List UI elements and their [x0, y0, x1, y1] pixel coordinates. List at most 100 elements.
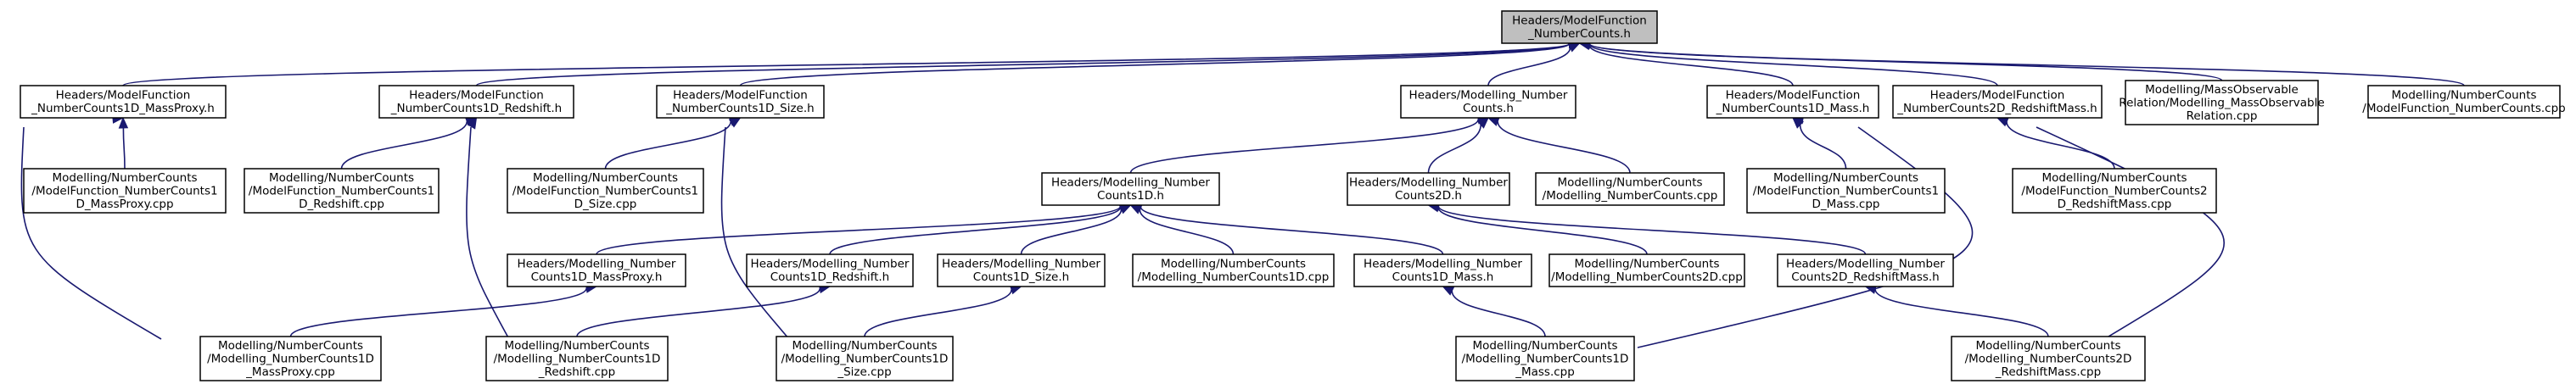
file-node-mn2DH[interactable]: Headers/Modelling_NumberCounts2D.h: [1347, 172, 1510, 206]
file-node-mn2DRsMassCpp[interactable]: Modelling/NumberCounts/Modelling_NumberC…: [1951, 336, 2146, 381]
node-box: [2012, 168, 2217, 214]
file-node-mn1DMassProxyH[interactable]: Headers/Modelling_NumberCounts1D_MassPro…: [507, 253, 686, 287]
node-label-line: Modelling/NumberCounts: [1472, 339, 1617, 353]
node-label-line: Headers/ModelFunction: [56, 89, 191, 103]
dependency-edge-15: [1427, 125, 1481, 174]
node-label-line: _NumberCounts1D_Size.h: [665, 102, 814, 115]
dependency-edge-22: [829, 206, 1122, 255]
node-box: [20, 85, 227, 119]
file-node-mn1DH[interactable]: Headers/Modelling_NumberCounts1D.h: [1041, 172, 1220, 206]
node-label-line: /ModelFunction_NumberCounts1: [31, 184, 217, 198]
file-node-mnCountsCpp[interactable]: Modelling/NumberCounts/Modelling_NumberC…: [1535, 172, 1725, 206]
dependency-edge-24: [1139, 209, 1235, 255]
dependency-edge-14: [1129, 119, 1479, 174]
node-box: [1455, 336, 1635, 381]
node-label-line: /ModelFunction_NumberCounts2: [2021, 184, 2207, 198]
file-node-mfRedshiftH[interactable]: Headers/ModelFunction_NumberCounts1D_Red…: [378, 85, 574, 119]
file-node-mn1DCpp[interactable]: Modelling/NumberCounts/Modelling_NumberC…: [1132, 253, 1335, 287]
node-label-line: _NumberCounts.h: [1527, 27, 1631, 41]
node-label-line: /Modelling_NumberCounts2D.cpp: [1551, 270, 1743, 284]
file-node-mn1DMassH[interactable]: Headers/Modelling_NumberCounts1D_Mass.h: [1353, 253, 1532, 287]
node-label-line: Counts1D.h: [1097, 189, 1164, 203]
node-box: [1132, 253, 1335, 287]
file-node-mn1DMassProxyCpp[interactable]: Modelling/NumberCounts/Modelling_NumberC…: [199, 336, 382, 381]
node-label-line: Headers/Modelling_Number: [1051, 176, 1210, 190]
file-node-mfMassCpp[interactable]: Modelling/NumberCounts/ModelFunction_Num…: [1746, 168, 1946, 214]
node-label-line: Modelling/NumberCounts: [218, 339, 363, 353]
dependency-edge-27: [1437, 205, 1867, 255]
node-label-line: Counts1D_Redshift.h: [770, 270, 890, 284]
file-node-mf2DRsMassH[interactable]: Headers/ModelFunction_NumberCounts2D_Red…: [1892, 85, 2103, 119]
node-label-line: Modelling/NumberCounts: [533, 171, 678, 185]
dependency-edge-7: [1588, 42, 2465, 86]
file-node-mfSizeH[interactable]: Headers/ModelFunction_NumberCounts1D_Siz…: [656, 85, 825, 119]
arrowhead-icon: [728, 117, 742, 128]
file-node-mn2DRsMassH[interactable]: Headers/Modelling_NumberCounts2D_Redshif…: [1777, 253, 1954, 287]
file-node-mfMassProxyH[interactable]: Headers/ModelFunction_NumberCounts1D_Mas…: [20, 85, 227, 119]
node-label-line: Counts2D.h: [1395, 189, 1462, 203]
node-box: [378, 85, 574, 119]
file-node-mn1DMassCpp[interactable]: Modelling/NumberCounts/Modelling_NumberC…: [1455, 336, 1635, 381]
file-node-massObsCpp[interactable]: Modelling/MassObservableRelation/Modelli…: [2119, 80, 2325, 125]
node-label-line: _RedshiftMass.cpp: [1995, 365, 2101, 379]
dependency-edge-26: [1437, 207, 1648, 255]
dependency-edge-16: [1497, 121, 1631, 174]
file-node-mn2DCpp[interactable]: Modelling/NumberCounts/Modelling_NumberC…: [1548, 253, 1745, 287]
node-label-line: /Modelling_NumberCounts2D: [1965, 352, 2132, 365]
dependency-edge-5: [1588, 43, 1998, 86]
dependency-edge-4: [1588, 44, 1794, 86]
node-label-line: Modelling/NumberCounts: [792, 339, 937, 353]
file-node-mn1DSizeH[interactable]: Headers/Modelling_NumberCounts1D_Size.h: [937, 253, 1106, 287]
arrowhead-icon: [1476, 117, 1489, 129]
node-box: [1706, 85, 1879, 119]
file-node-mfSizeCpp[interactable]: Modelling/NumberCounts/ModelFunction_Num…: [507, 168, 704, 214]
node-label-line: /Modelling_NumberCounts1D.cpp: [1138, 270, 1330, 284]
node-label-line: Headers/Modelling_Number: [751, 258, 910, 271]
node-box: [1777, 253, 1954, 287]
node-box: [1347, 172, 1510, 206]
file-node-mn1DRedshiftH[interactable]: Headers/Modelling_NumberCounts1D_Redshif…: [746, 253, 914, 287]
dependency-edge-8: [122, 127, 126, 170]
dependency-edge-29: [576, 288, 821, 337]
node-label-line: Modelling/NumberCounts: [1773, 171, 1918, 185]
node-label-line: /Modelling_NumberCounts1D: [1462, 352, 1629, 365]
node-label-line: /Modelling_NumberCounts.cpp: [1543, 189, 1718, 203]
dependency-edge-17: [1799, 125, 1847, 170]
file-node-mf2DRsMassCpp[interactable]: Modelling/NumberCounts/ModelFunction_Num…: [2012, 168, 2217, 214]
node-label-line: Relation/Modelling_MassObservable: [2119, 96, 2324, 109]
dependency-edge-0: [122, 42, 1571, 86]
dependency-edge-2: [739, 42, 1571, 86]
file-node-mnCountsH[interactable]: Headers/Modelling_NumberCounts.h: [1400, 85, 1576, 119]
node-label-line: _MassProxy.cpp: [245, 365, 335, 379]
node-label-line: _Size.cpp: [837, 365, 891, 379]
node-box: [2125, 80, 2319, 125]
file-node-mfMassH[interactable]: Headers/ModelFunction_NumberCounts1D_Mas…: [1706, 85, 1879, 119]
dependency-edge-3: [1487, 47, 1571, 86]
node-label-line: _Redshift.cpp: [538, 365, 615, 379]
file-node-root[interactable]: Headers/ModelFunction_NumberCounts.h: [1501, 10, 1658, 44]
node-box: [485, 336, 669, 381]
dependency-edge-9: [20, 126, 162, 340]
node-label-line: Modelling/NumberCounts: [1975, 339, 2120, 353]
file-node-mfNcCpp[interactable]: Modelling/NumberCounts/ModelFunction_Num…: [2362, 85, 2566, 119]
file-node-mfMassProxyCpp[interactable]: Modelling/NumberCounts/ModelFunction_Num…: [23, 168, 227, 214]
file-node-mn1DRedshiftCpp[interactable]: Modelling/NumberCounts/Modelling_NumberC…: [485, 336, 669, 381]
node-box: [1892, 85, 2103, 119]
node-label-line: Counts1D_Size.h: [973, 270, 1069, 284]
node-label-line: Modelling/MassObservable: [2145, 83, 2299, 97]
node-box: [23, 168, 227, 214]
node-label-line: Headers/Modelling_Number: [1349, 176, 1508, 190]
node-label-line: _NumberCounts1D_MassProxy.h: [31, 102, 215, 115]
node-box: [776, 336, 954, 381]
node-box: [199, 336, 382, 381]
dependency-edge-11: [466, 126, 510, 340]
node-label-line: D_MassProxy.cpp: [76, 198, 173, 211]
node-box: [1951, 336, 2146, 381]
dependency-edge-31: [1451, 291, 1546, 337]
file-node-mn1DSizeCpp[interactable]: Modelling/NumberCounts/Modelling_NumberC…: [776, 336, 954, 381]
node-label-line: _NumberCounts1D_Redshift.h: [390, 102, 563, 115]
dependency-edge-32: [1874, 288, 2049, 337]
file-node-mfRedshiftCpp[interactable]: Modelling/NumberCounts/ModelFunction_Num…: [244, 168, 440, 214]
node-box: [1535, 172, 1725, 206]
node-label-line: Headers/ModelFunction: [1930, 89, 2065, 103]
